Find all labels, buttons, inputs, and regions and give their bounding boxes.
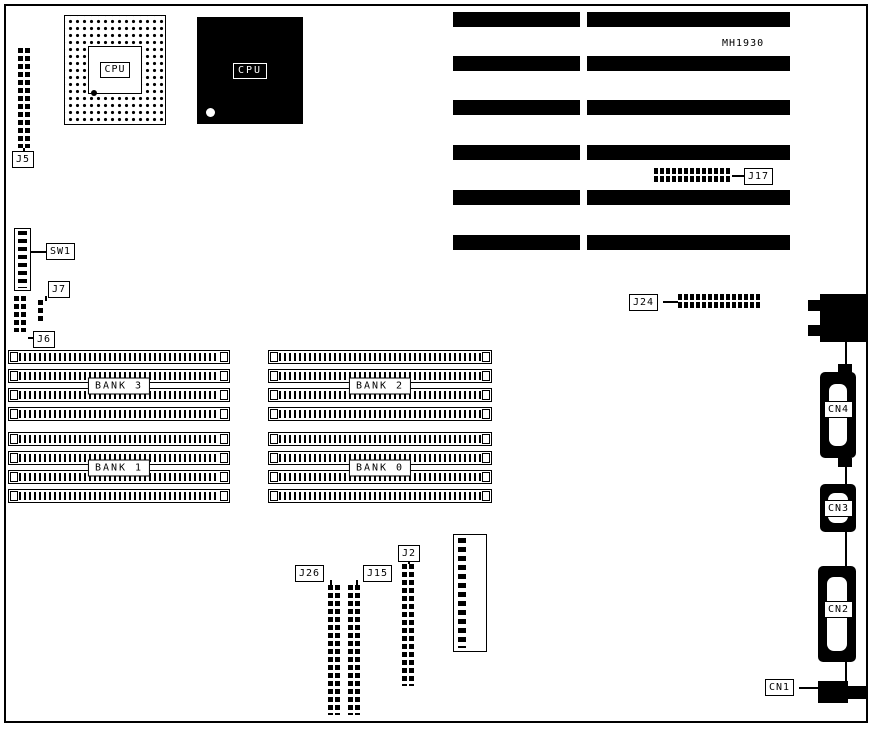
edge-bracket-line [845, 342, 847, 372]
connector-j7-pins [38, 300, 45, 322]
memory-bank-0: BANK 0 [268, 432, 492, 504]
slot-segment [587, 235, 790, 250]
connector-j17-pins [654, 168, 732, 184]
simm-socket [268, 489, 492, 503]
keyboard-connector-pin [808, 300, 820, 311]
label-j26: J26 [295, 565, 325, 582]
slot-segment [587, 100, 790, 115]
simm-socket [268, 350, 492, 364]
label-j15: J15 [363, 565, 393, 582]
label-j6: J6 [33, 331, 56, 348]
pin1-marker-dot [91, 90, 97, 96]
keyboard-connector-pin [808, 325, 820, 336]
edge-bracket-line [845, 467, 847, 484]
slot-segment [587, 56, 790, 71]
connector-cn1 [818, 681, 848, 703]
slot-segment [453, 12, 580, 27]
cpu-socket-label: CPU [100, 62, 130, 78]
edge-bracket-line [845, 532, 847, 566]
memory-bank-1: BANK 1 [8, 432, 230, 504]
label-cn1: CN1 [765, 679, 795, 696]
label-cn2: CN2 [824, 601, 854, 618]
label-cn3: CN3 [824, 500, 854, 517]
simm-socket [8, 451, 230, 465]
leader-line-j7 [45, 296, 47, 301]
simm-socket [268, 432, 492, 446]
memory-bank-2: BANK 2 [268, 350, 492, 422]
simm-socket [8, 489, 230, 503]
expansion-slot-1 [453, 12, 790, 27]
label-j24: J24 [629, 294, 659, 311]
slot-segment [587, 190, 790, 205]
cpu-socket: CPU [64, 15, 166, 125]
slot-segment [453, 56, 580, 71]
simm-socket [8, 407, 230, 421]
cpu-chip-label: CPU [232, 62, 268, 79]
leader-line-cn1 [799, 687, 818, 689]
simm-socket [268, 470, 492, 484]
label-cn4: CN4 [824, 401, 854, 418]
slot-segment [453, 145, 580, 160]
cpu-chip: CPU [197, 17, 303, 124]
slot-segment [453, 235, 580, 250]
leader-line-sw1 [31, 251, 46, 253]
simm-socket [8, 350, 230, 364]
simm-socket [268, 369, 492, 383]
slot-segment [453, 190, 580, 205]
cn4-mount-tab [838, 458, 852, 467]
leader-line-j6 [28, 337, 34, 339]
slot-segment [587, 12, 790, 27]
label-bank2: BANK 2 [348, 377, 412, 395]
label-bank1: BANK 1 [87, 459, 151, 477]
connector-j6-pins [14, 296, 28, 332]
connector-j24-pins [678, 294, 762, 310]
leader-line-j15 [356, 580, 358, 585]
connector-j15-pins [348, 585, 362, 715]
leader-line-j5 [23, 148, 25, 152]
cpu-socket-center: CPU [88, 46, 142, 94]
dip-switch-sw1 [14, 228, 31, 291]
label-j17: J17 [744, 168, 774, 185]
connector-cn1-plug [848, 686, 866, 699]
expansion-slot-6 [453, 235, 790, 250]
memory-bank-3: BANK 3 [8, 350, 230, 422]
connector-unlabeled [453, 534, 487, 652]
label-j7: J7 [48, 281, 71, 298]
label-j2: J2 [398, 545, 421, 562]
slot-segment [587, 145, 790, 160]
connector-j5-pins [18, 48, 32, 148]
slot-segment [453, 100, 580, 115]
simm-socket [8, 470, 230, 484]
leader-line-j17 [732, 175, 744, 177]
expansion-slot-2 [453, 56, 790, 71]
leader-line-j2 [408, 560, 410, 564]
board-outline [4, 4, 868, 723]
simm-socket [268, 451, 492, 465]
board-model: MH1930 [722, 38, 765, 49]
keyboard-connector [820, 294, 866, 342]
label-sw1: SW1 [46, 243, 76, 260]
label-bank0: BANK 0 [348, 459, 412, 477]
simm-socket [268, 407, 492, 421]
expansion-slot-5 [453, 190, 790, 205]
label-j5: J5 [12, 151, 35, 168]
expansion-slot-3 [453, 100, 790, 115]
edge-bracket-line [845, 662, 847, 682]
connector-j2-pins [402, 564, 416, 686]
leader-line-j26 [330, 580, 332, 585]
leader-line-j24 [663, 301, 678, 303]
expansion-slot-4 [453, 145, 790, 160]
label-bank3: BANK 3 [87, 377, 151, 395]
simm-socket [8, 432, 230, 446]
connector-j26-pins [328, 585, 342, 715]
chip-pin1-dot [206, 108, 215, 117]
